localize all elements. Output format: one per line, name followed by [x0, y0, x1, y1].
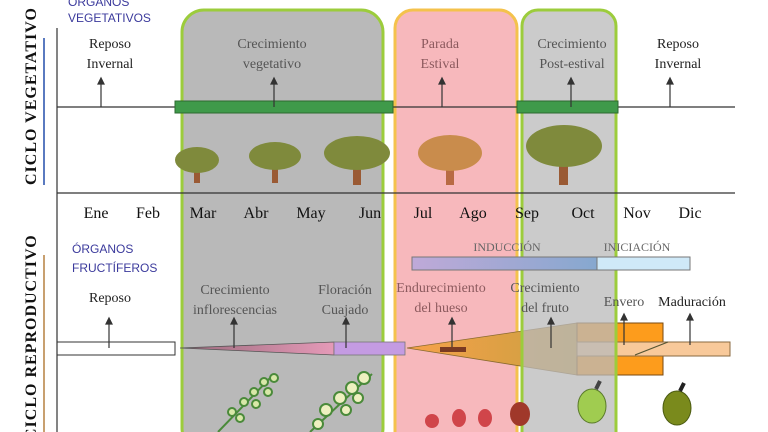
fruitlet-icon [425, 414, 439, 428]
vegetative-phase-growth: Crecimiento vegetativo [237, 37, 306, 72]
reproductive-organs-label: ÓRGANOS [72, 241, 133, 256]
phase-label: del fruto [521, 301, 569, 316]
phase-label: Envero [604, 295, 644, 310]
month-label: Oct [571, 205, 595, 222]
phase-label: Reposo [89, 37, 131, 52]
month-label: Jul [414, 205, 433, 222]
post-summer-growth-box [520, 8, 618, 432]
phase-label: Maduración [658, 295, 726, 310]
flowering-icon [309, 371, 373, 432]
phase-label: Crecimiento [200, 283, 269, 298]
phase-label: Parada [421, 37, 460, 52]
vegetative-cycle-title: CICLO VEGETATIVO [23, 7, 40, 185]
vegetative-phase-post-growth: Crecimiento Post-estival [537, 37, 606, 72]
phase-label: Invernal [655, 57, 702, 72]
phase-label: Reposo [89, 291, 131, 306]
month-label: Dic [678, 205, 701, 222]
arrow-icons [97, 76, 694, 348]
month-label: Ene [84, 205, 109, 222]
month-label: Feb [136, 205, 160, 222]
phase-label: del hueso [414, 301, 467, 316]
month-label: Jun [359, 205, 381, 222]
tree-icon [175, 147, 219, 183]
tree-icons [175, 125, 602, 185]
growth-bar [174, 100, 394, 114]
month-label: Sep [515, 205, 539, 222]
growth-season-box [180, 8, 385, 432]
phase-label: inflorescencias [193, 303, 277, 318]
phase-label: Estival [421, 57, 460, 72]
tree-icon [324, 136, 390, 185]
fruitlet-icon [478, 409, 492, 427]
tree-icon-summer [418, 135, 482, 185]
induction-label: INDUCCIÓN [473, 240, 541, 254]
phase-label: Cuajado [322, 303, 369, 318]
initiation-bar [596, 256, 691, 271]
vegetative-phase-reposo: Reposo Invernal [87, 37, 134, 72]
month-label: Ago [459, 205, 487, 222]
month-label: Nov [623, 205, 651, 222]
tree-icon [249, 142, 301, 183]
phase-label: Invernal [87, 57, 134, 72]
green-olive-icon [577, 388, 607, 424]
induction-bar [411, 256, 598, 271]
phase-label: Post-estival [539, 57, 604, 72]
fruit-icons [425, 380, 692, 428]
month-label: May [296, 205, 325, 222]
vegetative-organs-label-2: VEGETATIVOS [68, 11, 151, 25]
initiation-label: INICIACIÓN [604, 240, 671, 254]
vegetative-organs-label: ÓRGANOS [68, 0, 129, 9]
month-axis: Ene Feb Mar Abr May Jun Jul Ago Sep Oct … [84, 205, 702, 222]
inflorescence-icon [217, 373, 279, 432]
phase-label: Crecimiento [537, 37, 606, 52]
tree-icon [526, 125, 602, 185]
month-label: Abr [244, 205, 270, 222]
reproductive-organs-label-2: FRUCTÍFEROS [72, 260, 157, 275]
phase-label: Crecimiento [510, 281, 579, 296]
phase-label: vegetativo [243, 57, 301, 72]
phase-label: Crecimiento [237, 37, 306, 52]
vegetative-phase-reposo-2: Reposo Invernal [655, 37, 702, 72]
summer-stop-box [393, 8, 519, 432]
post-growth-bar [516, 100, 619, 114]
vegetative-phase-summer-stop: Parada Estival [421, 37, 460, 72]
phase-label: Reposo [657, 37, 699, 52]
phase-label: Floración [318, 283, 372, 298]
fruitlet-icon [452, 409, 466, 427]
fruitlet-icon [510, 402, 530, 426]
phase-label: Endurecimiento [396, 281, 485, 296]
ripe-olive-icon [662, 390, 692, 426]
reproductive-cycle-title: CICLO REPRODUCTIVO [23, 234, 40, 432]
month-label: Mar [190, 205, 217, 222]
